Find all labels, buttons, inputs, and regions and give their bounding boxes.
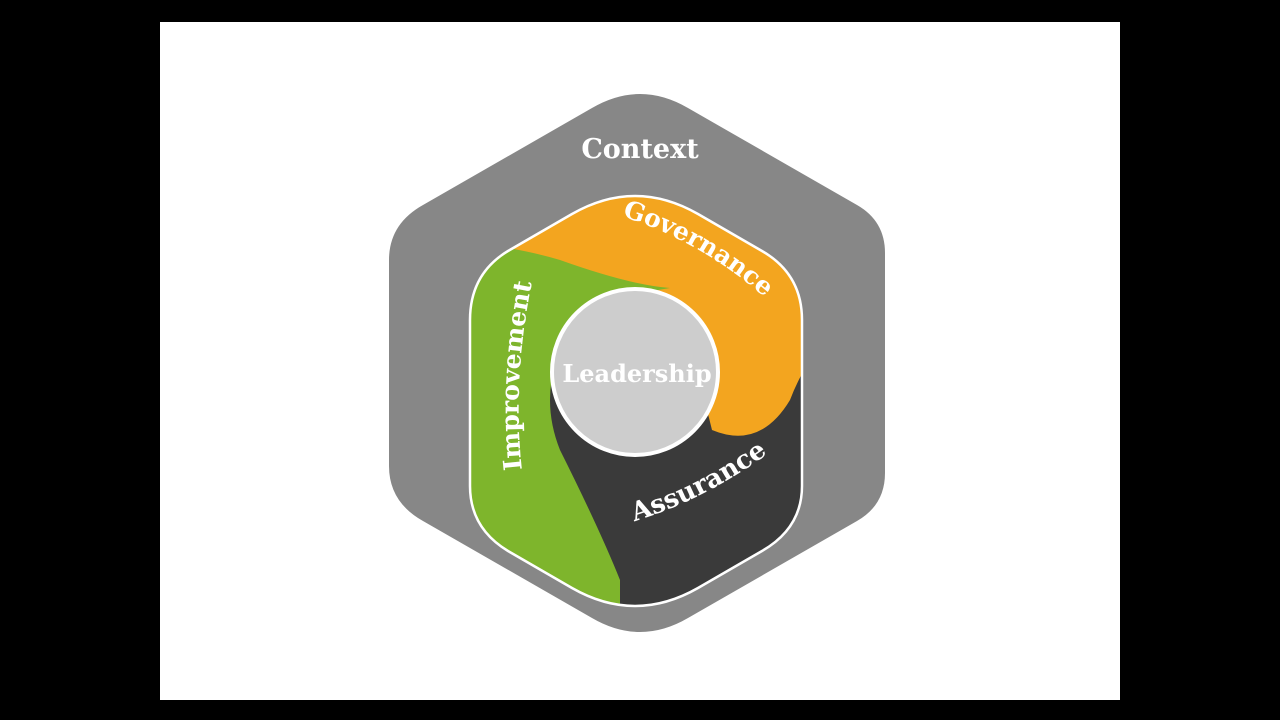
leadership-label: Leadership [562,359,711,388]
leadership-circle [550,287,720,457]
context-label: Context [581,134,699,165]
